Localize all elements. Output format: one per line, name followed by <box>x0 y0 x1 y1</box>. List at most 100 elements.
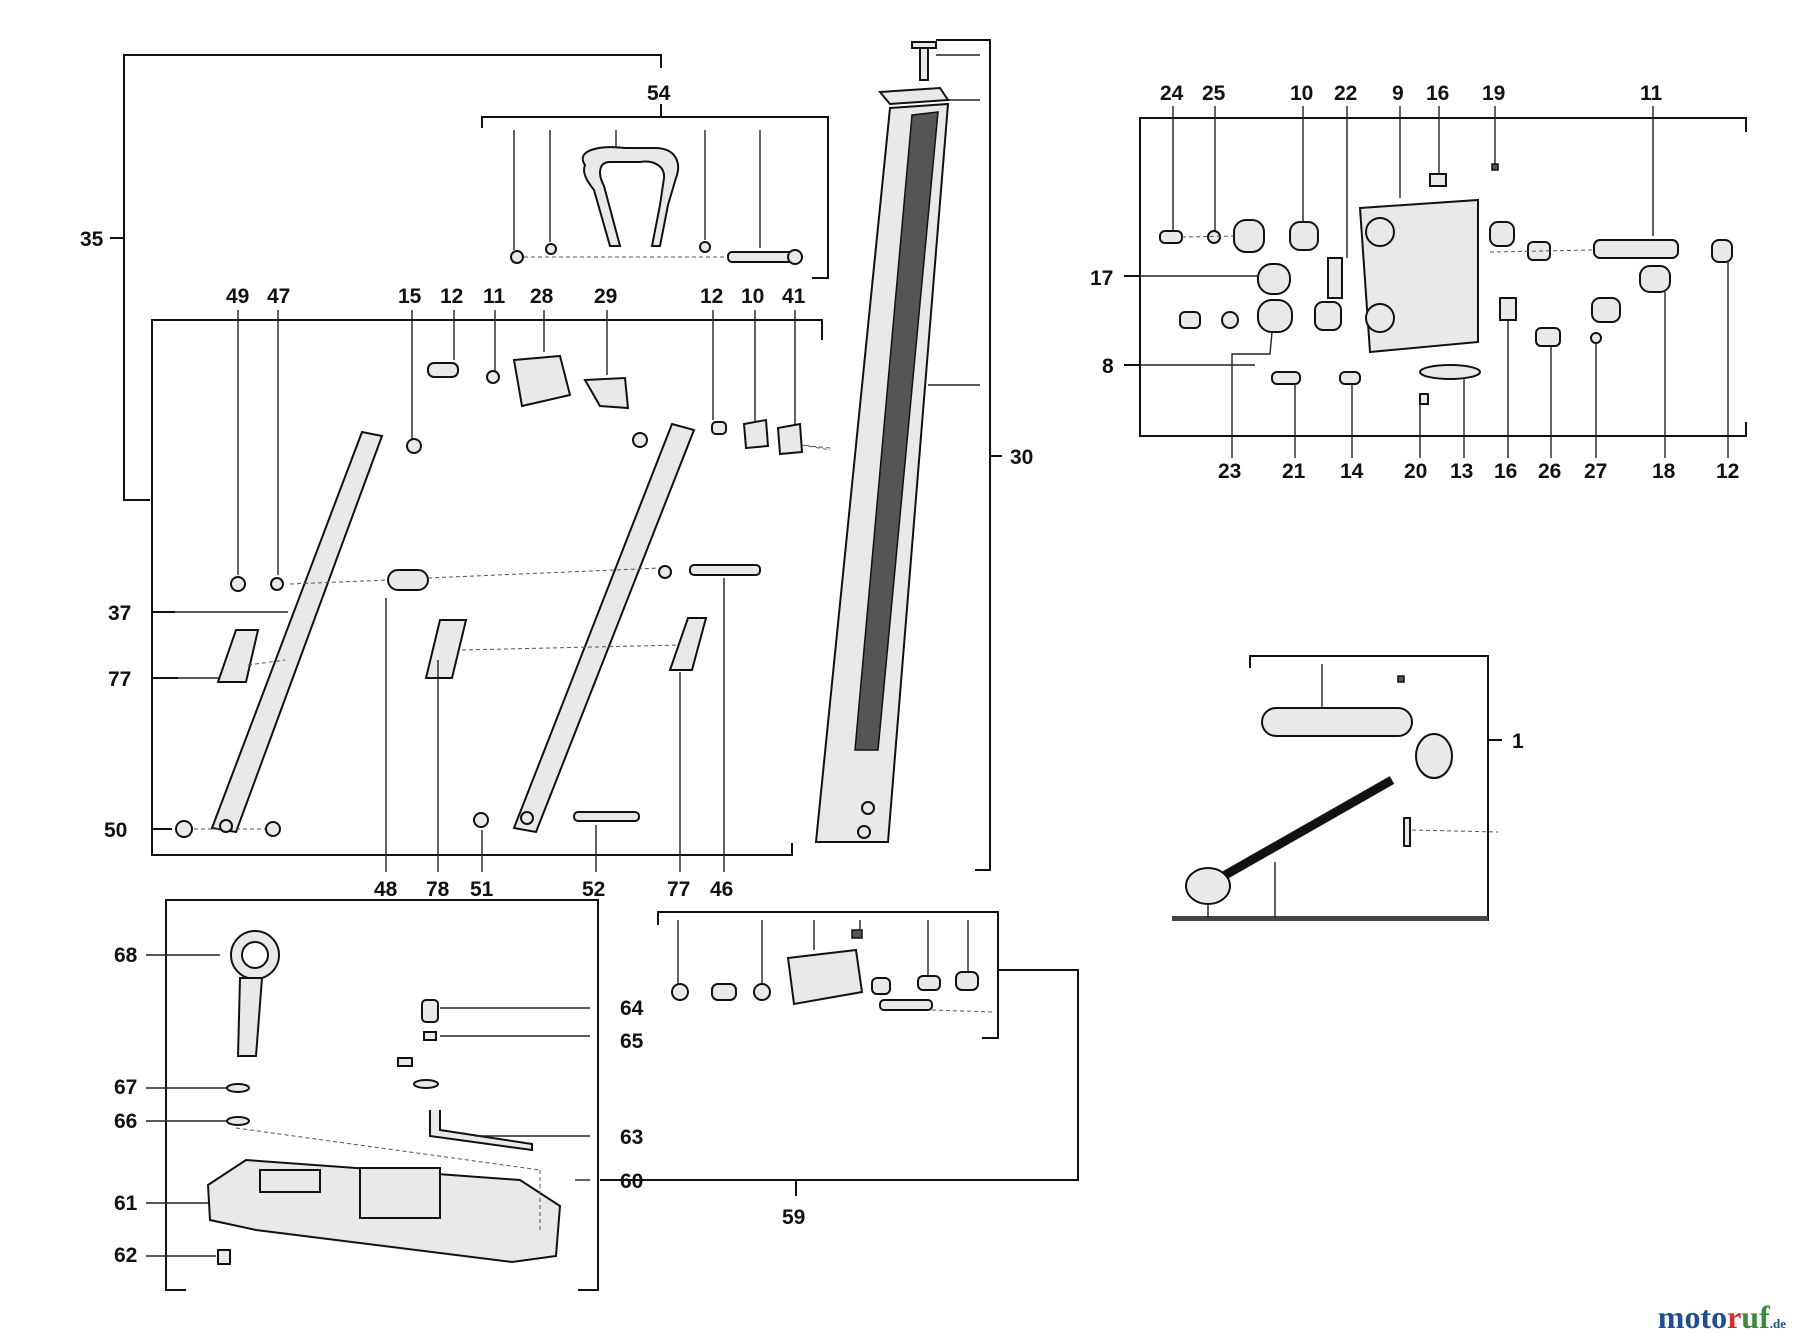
bolt-head <box>787 249 803 265</box>
callout-24: 24 <box>1160 82 1184 105</box>
washer-47 <box>270 577 284 591</box>
pin-12b <box>711 421 727 435</box>
callout-37: 37 <box>108 602 131 625</box>
crank-pin <box>1403 817 1411 847</box>
callout-52: 52 <box>582 878 605 901</box>
callout-65: 65 <box>620 1030 644 1053</box>
callout-11: 11 <box>483 285 506 308</box>
callout-29: 29 <box>594 285 617 308</box>
nut-b <box>871 977 891 995</box>
callout-48: 48 <box>374 878 398 901</box>
pin-19 <box>1491 163 1499 171</box>
callout-54: 54 <box>647 82 671 105</box>
bushing-b <box>1314 301 1342 331</box>
callout-16b: 16 <box>1494 460 1517 483</box>
washer-66 <box>226 1116 250 1126</box>
washer-46a <box>658 565 672 579</box>
label-78 <box>424 619 468 679</box>
callout-15: 15 <box>398 285 422 308</box>
callout-20: 20 <box>1404 460 1427 483</box>
crank-shaft <box>1217 776 1395 882</box>
callout-8: 8 <box>1102 355 1114 378</box>
nut-51 <box>473 812 489 828</box>
carriage-assembly-59: 59 <box>600 911 1079 1229</box>
callout-23: 23 <box>1218 460 1241 483</box>
bolt-52 <box>573 811 640 822</box>
callout-46: 46 <box>710 878 733 901</box>
callout-1: 1 <box>1512 730 1524 753</box>
gear-housing-group: 17 8 24 25 10 22 9 16 19 11 <box>1090 82 1747 483</box>
shaft-11 <box>1593 239 1679 259</box>
column-hole <box>857 825 871 839</box>
cap <box>955 971 979 991</box>
callout-13: 13 <box>1450 460 1473 483</box>
label-77a <box>216 629 260 683</box>
callout-60: 60 <box>620 1170 643 1193</box>
callout-22: 22 <box>1334 82 1357 105</box>
nut-15 <box>406 438 422 454</box>
callout-64: 64 <box>620 997 644 1020</box>
leg-37-left <box>210 430 384 834</box>
knob-18 <box>1639 265 1671 293</box>
spacer-16b <box>1499 297 1517 321</box>
ring-27 <box>1590 332 1602 344</box>
key-22 <box>1327 257 1343 299</box>
callout-68: 68 <box>114 944 138 967</box>
washer <box>1221 311 1239 329</box>
cap-10 <box>1289 221 1319 251</box>
pin-12 <box>427 362 459 378</box>
block-41 <box>776 422 804 456</box>
screw-64 <box>421 999 439 1023</box>
callout-12: 12 <box>440 285 463 308</box>
plug-24 <box>1159 230 1183 244</box>
column-hole <box>861 801 875 815</box>
label-77b <box>668 617 708 671</box>
callout-47: 47 <box>267 285 290 308</box>
base-mount <box>359 1167 441 1219</box>
nut <box>671 983 689 1001</box>
grip-pin <box>1397 675 1405 683</box>
callout-14: 14 <box>1340 460 1364 483</box>
callout-9: 9 <box>1392 82 1404 105</box>
callout-35: 35 <box>80 228 104 251</box>
washer <box>699 241 711 253</box>
leg-hole <box>219 819 233 833</box>
callout-19: 19 <box>1482 82 1505 105</box>
block-10 <box>742 418 770 450</box>
callout-28: 28 <box>530 285 554 308</box>
callout-27: 27 <box>1584 460 1607 483</box>
carriage-block <box>786 948 864 1006</box>
leg-labels-side: 37 77 50 <box>104 602 288 842</box>
cap <box>1489 221 1515 247</box>
callout-61: 61 <box>114 1192 138 1215</box>
leg-hole <box>520 811 534 825</box>
ground-line <box>1172 916 1488 921</box>
leg-37-right <box>512 422 696 834</box>
handle-grip <box>1261 707 1413 737</box>
callout-30: 30 <box>1010 446 1033 469</box>
set-screw <box>851 929 863 939</box>
cap-12 <box>1711 239 1733 263</box>
callout-66: 66 <box>114 1110 137 1133</box>
eye-bolt-hole <box>241 941 269 969</box>
insert-16 <box>1429 173 1447 187</box>
bushing <box>1233 219 1265 253</box>
handle-bow <box>581 146 680 247</box>
leg-labels-top: 49 47 15 12 11 28 29 12 10 41 <box>226 285 806 575</box>
hex-key-63 <box>429 1110 533 1152</box>
washer-11 <box>486 370 500 384</box>
callout-51: 51 <box>470 878 494 901</box>
sleeve <box>917 975 941 991</box>
nut-15b <box>632 432 648 448</box>
screw <box>1179 311 1201 329</box>
washer-67 <box>226 1083 250 1093</box>
callout-25: 25 <box>1202 82 1226 105</box>
callout-10: 10 <box>741 285 764 308</box>
bushing <box>711 983 737 1001</box>
bolt-46 <box>689 564 761 576</box>
nut-50 <box>175 820 193 838</box>
washer <box>545 243 557 255</box>
leg-parts <box>175 354 831 838</box>
